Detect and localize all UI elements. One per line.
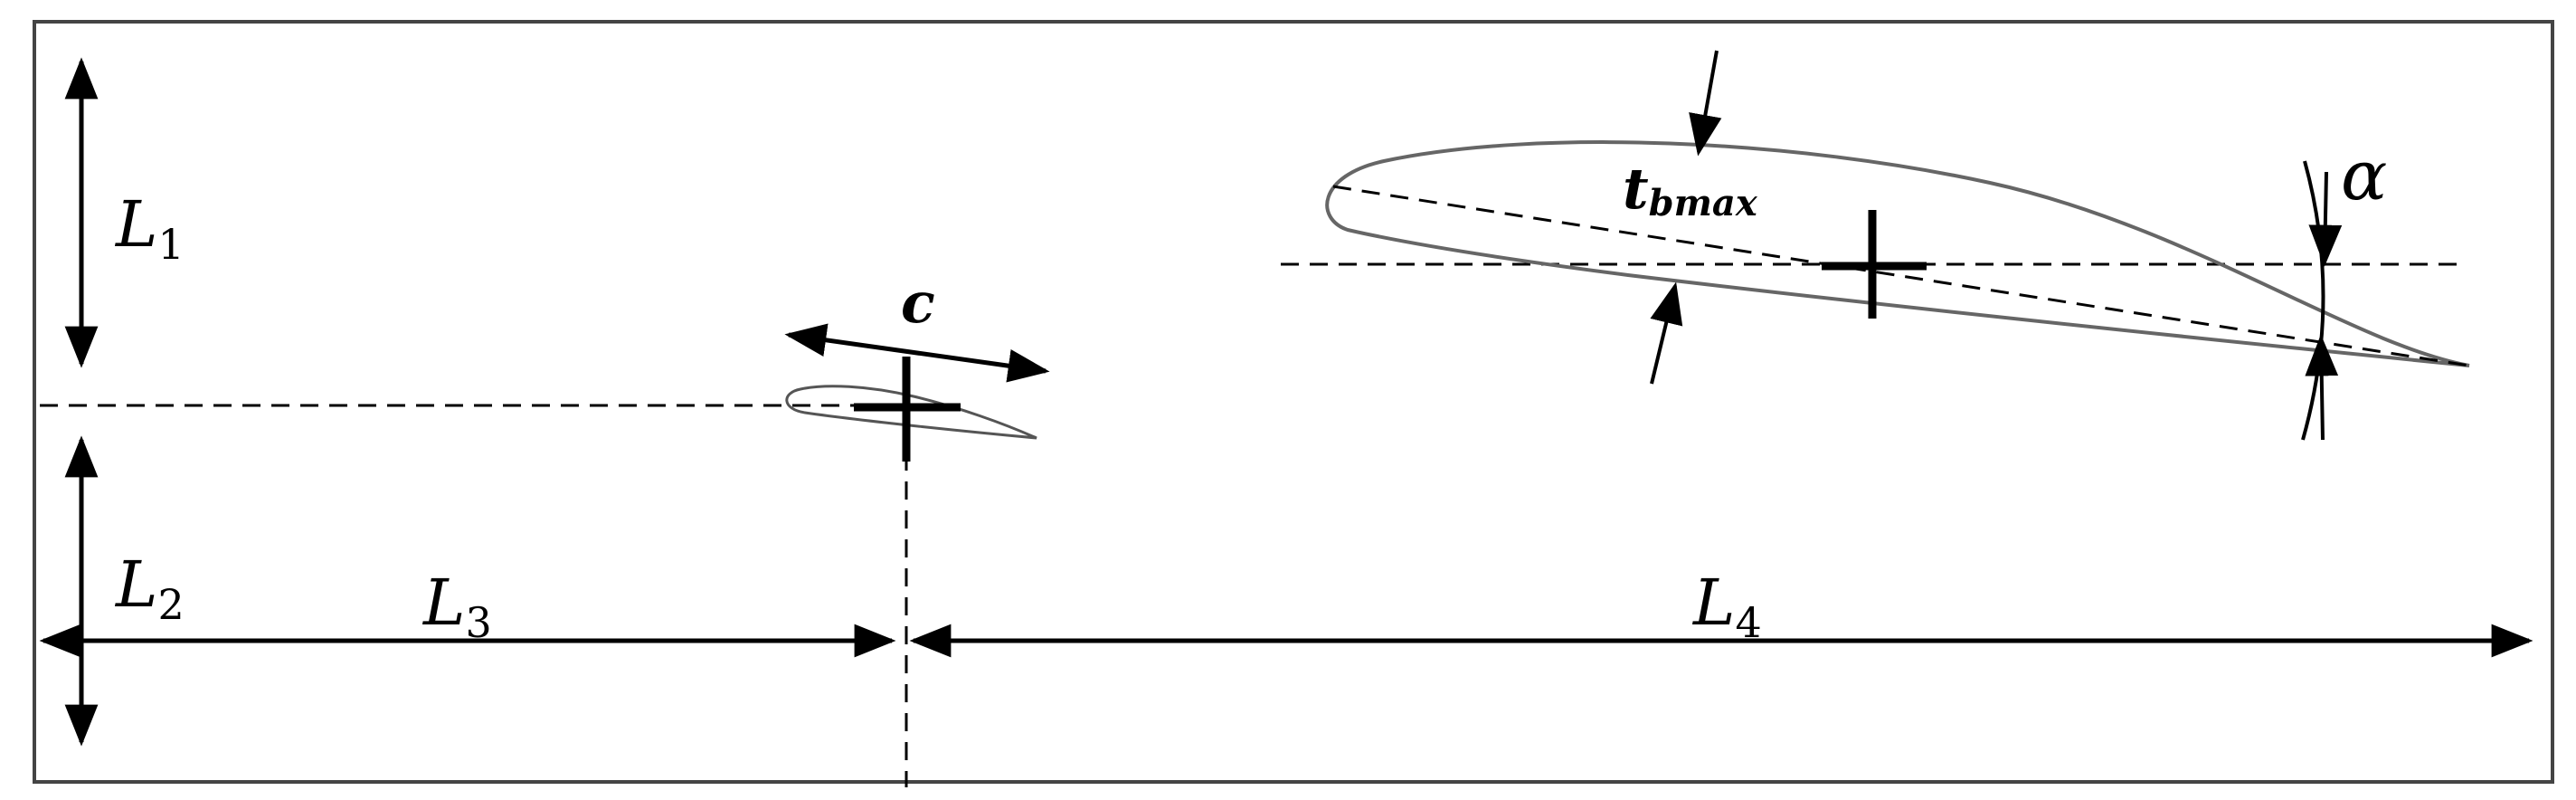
alpha-label: α [2341,135,2387,215]
thickness-bottom-arrow [1650,281,1683,385]
l3-label: L3 [421,566,492,647]
thickness-label: tbmax [1623,156,1758,224]
thickness-top-arrow [1689,50,1722,157]
angle-arrow-bottom [2305,334,2339,441]
large-airfoil-outline [1325,140,2470,367]
l4-label: L4 [1691,566,1762,647]
chord-label: c [901,270,935,336]
l1-label: L1 [114,187,185,269]
chord-length-arrow [784,323,1050,383]
l2-label: L2 [114,548,185,629]
small-airfoil-outline [785,385,1037,440]
angle-arrow-top [2308,171,2343,267]
large-airfoil-chord-line [1332,185,2470,367]
angle-of-attack-arc [2301,160,2325,441]
domain-border [33,20,2554,784]
